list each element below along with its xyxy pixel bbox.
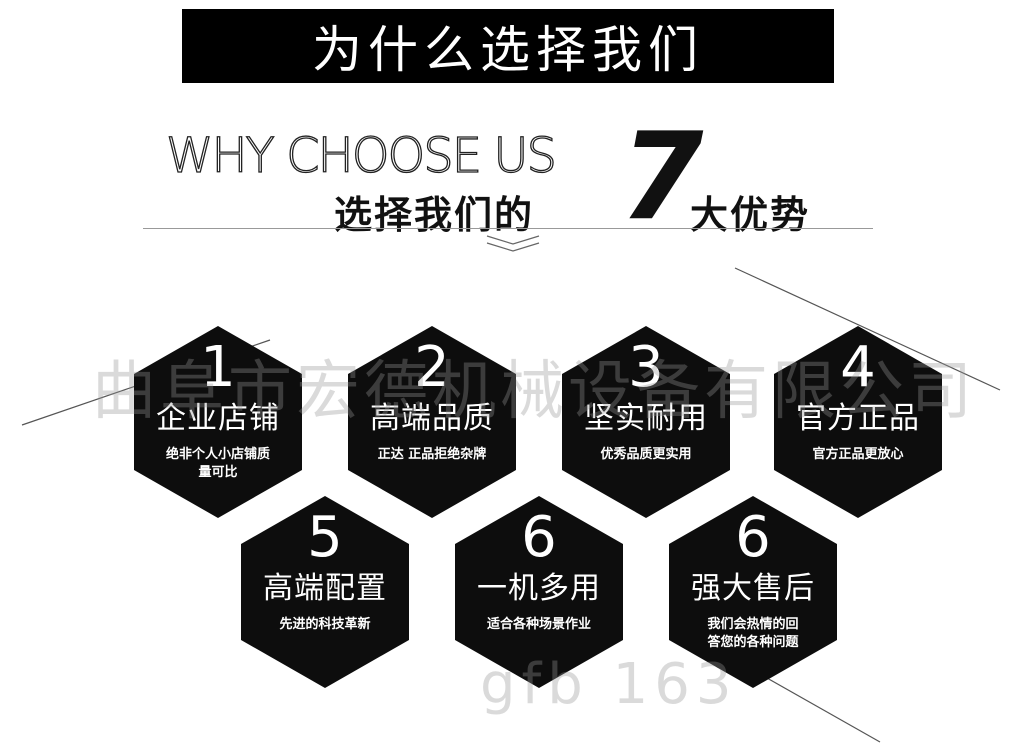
feature-number: 6 xyxy=(521,505,557,570)
feature-title: 官方正品 xyxy=(796,401,920,436)
feature-title: 强大售后 xyxy=(691,571,815,606)
divider-rule xyxy=(143,228,873,229)
feature-title: 高端品质 xyxy=(370,401,494,436)
subtitle-suffix: 大优势 xyxy=(690,193,811,237)
page-title: 为什么选择我们 xyxy=(312,21,704,79)
feature-desc: 适合各种场景作业 xyxy=(486,617,591,632)
feature-title: 坚实耐用 xyxy=(584,401,708,436)
feature-desc: 正达 正品拒绝杂牌 xyxy=(377,447,487,462)
feature-number: 6 xyxy=(735,505,771,570)
subtitle-prefix: 选择我们的 xyxy=(334,193,535,237)
hexagon-shape xyxy=(774,326,942,518)
feature-card-1: 1 企业店铺 绝非个人小店铺质量可比 xyxy=(118,322,318,522)
english-title: WHY CHOOSE US xyxy=(165,127,557,184)
double-chevron-down-icon xyxy=(486,235,540,252)
feature-card-2: 2 高端品质 正达 正品拒绝杂牌 xyxy=(332,322,532,522)
hexagon-shape xyxy=(669,496,837,688)
feature-desc: 优秀品质更实用 xyxy=(600,447,692,462)
feature-number: 3 xyxy=(628,335,664,400)
feature-number: 2 xyxy=(414,335,450,400)
feature-number: 5 xyxy=(307,505,343,570)
feature-card-4: 4 官方正品 官方正品更放心 xyxy=(758,322,958,522)
feature-card-6: 6 一机多用 适合各种场景作业 xyxy=(439,492,639,692)
feature-number: 4 xyxy=(840,335,876,400)
feature-desc: 我们会热情的回答您的各种问题 xyxy=(707,617,799,650)
feature-title: 一机多用 xyxy=(477,571,601,606)
hexagon-shape xyxy=(134,326,302,518)
feature-title: 高端配置 xyxy=(263,571,387,606)
feature-number: 1 xyxy=(200,335,236,400)
hexagon-shape xyxy=(348,326,516,518)
hexagon-shape xyxy=(241,496,409,688)
feature-title: 企业店铺 xyxy=(156,401,280,436)
hexagon-shape xyxy=(455,496,623,688)
feature-card-3: 3 坚实耐用 优秀品质更实用 xyxy=(546,322,746,522)
feature-desc: 绝非个人小店铺质量可比 xyxy=(165,447,270,480)
feature-card-7: 6 强大售后 我们会热情的回答您的各种问题 xyxy=(653,492,853,692)
feature-desc: 先进的科技革新 xyxy=(279,617,371,632)
subtitle-number: 7 xyxy=(620,108,704,247)
feature-desc: 官方正品更放心 xyxy=(812,447,904,462)
feature-card-5: 5 高端配置 先进的科技革新 xyxy=(225,492,425,692)
hexagon-shape xyxy=(562,326,730,518)
title-banner: 为什么选择我们 xyxy=(182,9,834,83)
